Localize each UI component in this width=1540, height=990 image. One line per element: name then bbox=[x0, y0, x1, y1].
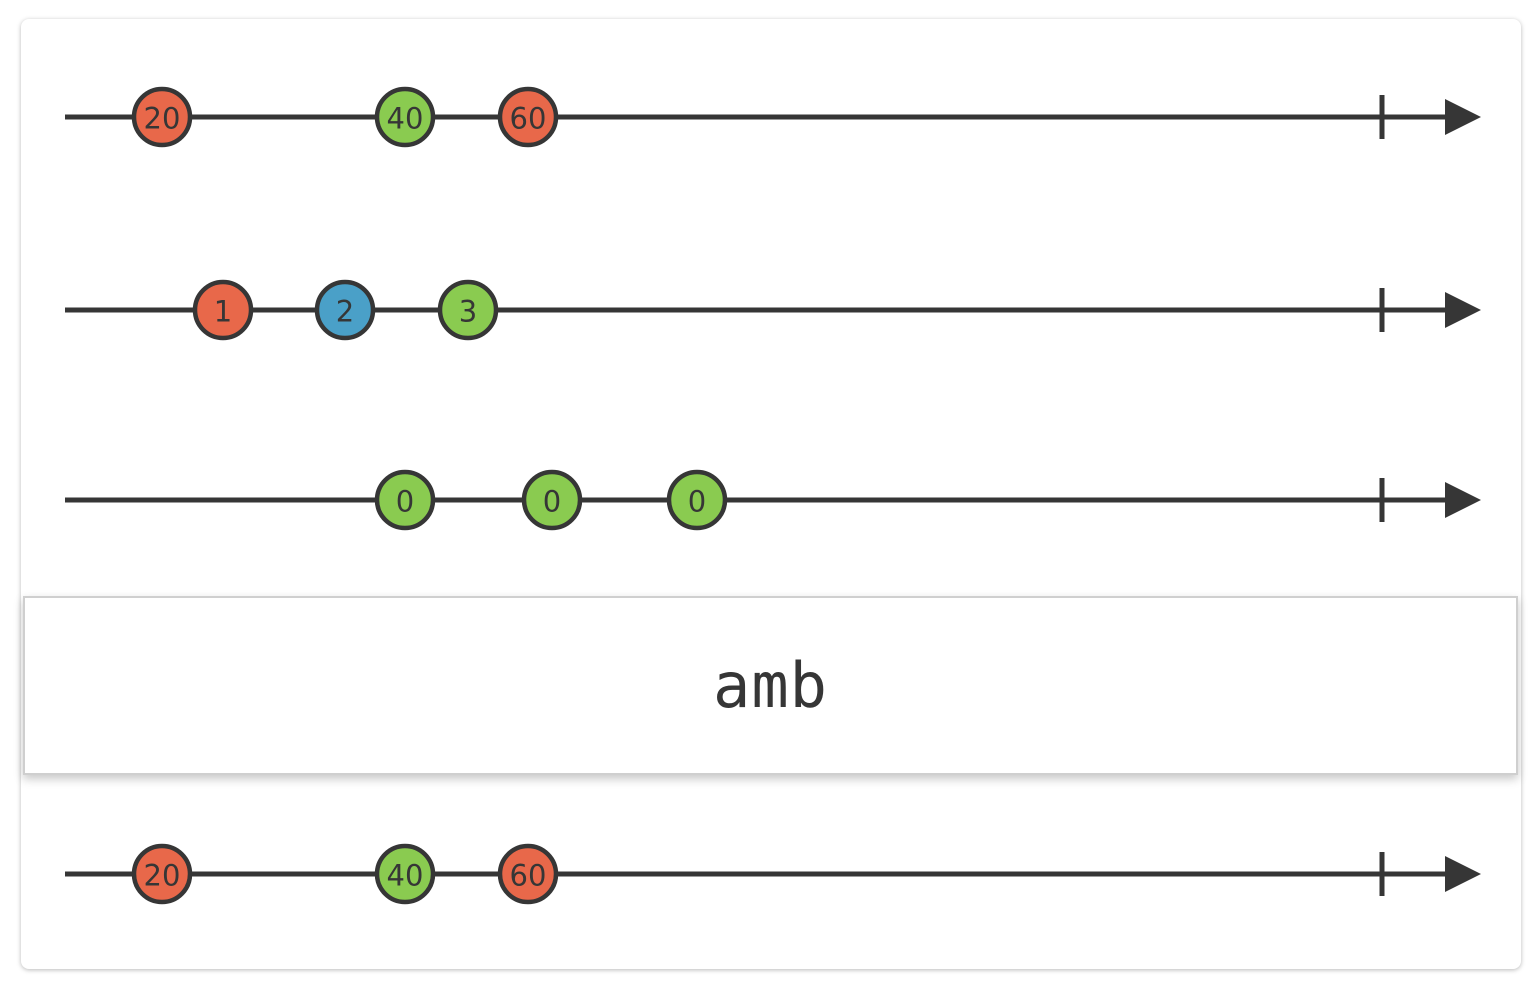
timeline-arrowhead-icon bbox=[1445, 856, 1481, 892]
marble-value: 60 bbox=[510, 859, 547, 893]
marble-0[interactable]: 0 bbox=[374, 469, 436, 531]
marble-3[interactable]: 3 bbox=[437, 279, 499, 341]
marble-value: 20 bbox=[144, 859, 181, 893]
timeline-input-1: 20 40 60 bbox=[65, 86, 1481, 148]
marble-value: 3 bbox=[459, 295, 477, 329]
marble-20[interactable]: 20 bbox=[131, 86, 193, 148]
marble-value: 1 bbox=[214, 295, 232, 329]
operator-box: amb bbox=[23, 596, 1518, 775]
marble-value: 0 bbox=[396, 485, 414, 519]
marble-circle[interactable] bbox=[437, 279, 499, 341]
marble-value: 40 bbox=[387, 859, 424, 893]
marble-40: 40 bbox=[374, 843, 436, 905]
timelines-canvas: 20 40 60 1 2 3 0 0 0 20 40 60 bbox=[65, 86, 1481, 905]
timeline-arrowhead-icon bbox=[1445, 482, 1481, 518]
marble-circle[interactable] bbox=[497, 86, 559, 148]
marble-circle[interactable] bbox=[374, 86, 436, 148]
marble-value: 0 bbox=[688, 485, 706, 519]
marble-20: 20 bbox=[131, 843, 193, 905]
marble-0[interactable]: 0 bbox=[666, 469, 728, 531]
marble-1[interactable]: 1 bbox=[192, 279, 254, 341]
marble-circle[interactable] bbox=[314, 279, 376, 341]
marble-circle bbox=[497, 843, 559, 905]
timeline-input-3: 0 0 0 bbox=[65, 469, 1481, 531]
marble-diagram-card: 20 40 60 1 2 3 0 0 0 20 40 60 amb bbox=[21, 19, 1521, 969]
marble-circle[interactable] bbox=[131, 86, 193, 148]
marble-circle bbox=[374, 843, 436, 905]
marble-value: 60 bbox=[510, 102, 547, 136]
timeline-arrowhead-icon bbox=[1445, 292, 1481, 328]
marble-value: 0 bbox=[543, 485, 561, 519]
marble-value: 2 bbox=[336, 295, 354, 329]
operator-label: amb bbox=[713, 649, 828, 722]
marble-circle bbox=[131, 843, 193, 905]
marble-40[interactable]: 40 bbox=[374, 86, 436, 148]
marble-60: 60 bbox=[497, 843, 559, 905]
marble-circle[interactable] bbox=[374, 469, 436, 531]
marble-value: 40 bbox=[387, 102, 424, 136]
marble-0[interactable]: 0 bbox=[521, 469, 583, 531]
marble-2[interactable]: 2 bbox=[314, 279, 376, 341]
timeline-arrowhead-icon bbox=[1445, 99, 1481, 135]
marble-circle[interactable] bbox=[666, 469, 728, 531]
marble-60[interactable]: 60 bbox=[497, 86, 559, 148]
marble-circle[interactable] bbox=[192, 279, 254, 341]
timeline-output: 20 40 60 bbox=[65, 843, 1481, 905]
marble-circle[interactable] bbox=[521, 469, 583, 531]
marble-value: 20 bbox=[144, 102, 181, 136]
timeline-input-2: 1 2 3 bbox=[65, 279, 1481, 341]
